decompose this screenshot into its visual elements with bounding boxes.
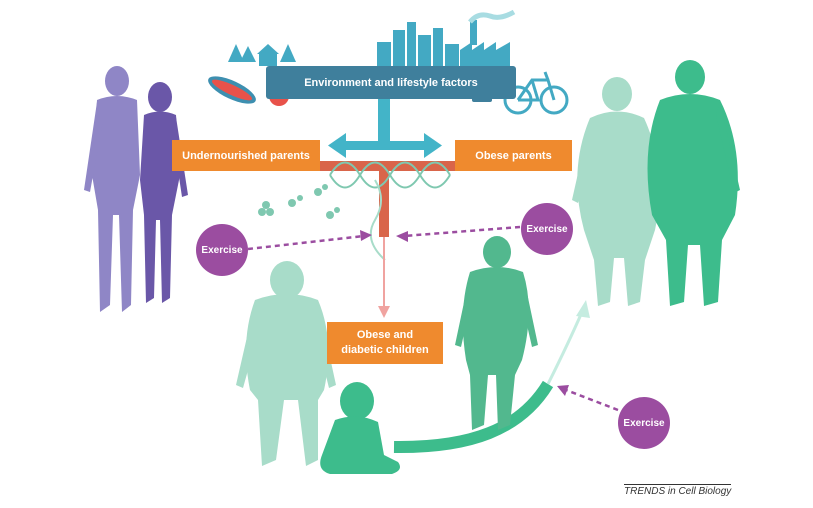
exercise-circle-right: Exercise [521, 203, 573, 255]
molecule-icons [258, 184, 340, 219]
exercise-arrows [247, 225, 619, 412]
obese-child-figure [236, 261, 336, 466]
obese-children-box: Obese and diabetic children [327, 322, 443, 364]
pink-arrowhead [378, 306, 390, 318]
undernourished-parents-figure [84, 66, 188, 312]
bicycle-icon [503, 71, 569, 115]
obese-parents-box: Obese parents [455, 140, 572, 171]
city-skyline-icon [377, 20, 510, 67]
double-arrow [328, 133, 442, 158]
exercise-arrowhead-2 [396, 231, 408, 242]
undernourished-parents-box: Undernourished parents [172, 140, 320, 171]
dna-helix-icon [329, 161, 451, 261]
children-label-line1: Obese and [356, 329, 414, 341]
growth-curve [393, 380, 554, 454]
env-stem [378, 99, 390, 147]
trees-house-icon [228, 44, 296, 66]
figure-caption: TRENDS in Cell Biology [624, 484, 732, 497]
baby-figure [320, 382, 400, 474]
exercise-circle-left: Exercise [196, 224, 248, 276]
red-stem [379, 161, 389, 237]
exercise-arrowhead-3 [557, 385, 569, 396]
exercise-arrowhead-1 [360, 230, 372, 241]
obese-parents-figure [572, 60, 740, 306]
environment-box: Environment and lifestyle factors [266, 66, 516, 99]
smoke-icon [468, 9, 516, 24]
growth-arrowhead [576, 300, 590, 318]
growth-curve-tail [546, 311, 584, 385]
adolescent-figure [455, 236, 538, 430]
children-label-line2: diabetic children [341, 344, 429, 356]
exercise-circle-bottom: Exercise [618, 397, 670, 449]
